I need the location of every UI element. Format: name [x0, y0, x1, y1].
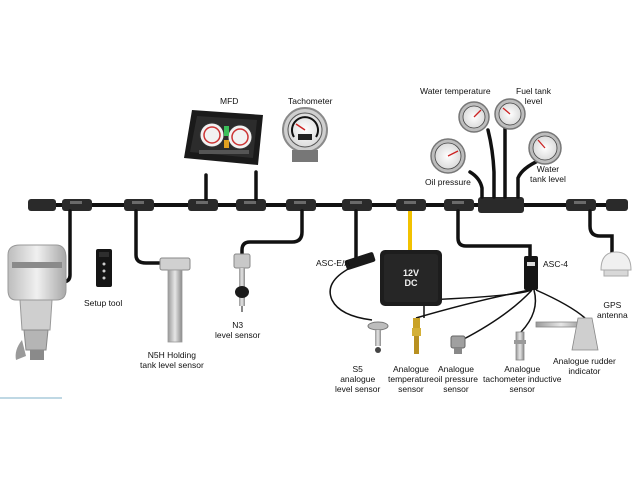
label-line: oil pressure: [434, 374, 478, 384]
label-oil-pressure: Oil pressure: [425, 177, 471, 187]
oil-pressure-gauge-icon: [430, 138, 466, 174]
label-asc-ea: ASC-E/A: [316, 258, 350, 268]
label-line: Analogue: [504, 364, 541, 374]
label-line: GPS: [603, 300, 622, 310]
label-line: indicator: [568, 366, 601, 376]
label-text: Oil pressure: [425, 177, 471, 187]
label-line: Analogue: [392, 364, 429, 374]
label-line: Fuel tank: [516, 86, 551, 96]
label-oil-sensor: Analogue oil pressure sensor: [434, 364, 478, 394]
gps-antenna-icon: [600, 251, 632, 277]
label-line: level sensor: [215, 330, 261, 340]
label-water-tank-level: Water tank level: [530, 164, 566, 184]
oil-pressure-sensor-icon: [450, 335, 466, 354]
rudder-indicator-icon: [535, 317, 599, 351]
label-line: Analogue rudder: [553, 356, 616, 366]
label-tachometer: Tachometer: [288, 96, 332, 106]
backbone-connectors: [28, 197, 628, 213]
tachometer-gauge-icon: [282, 107, 328, 162]
tee-highlights: [70, 201, 586, 204]
asc4-module: [524, 256, 538, 290]
water-tank-gauge-icon: [528, 131, 562, 165]
label-text: ASC-4: [543, 259, 569, 269]
label-line: N3: [232, 320, 244, 330]
label-asc4: ASC-4: [543, 259, 568, 269]
outboard-engine-icon: [7, 244, 67, 360]
dc-power-box: [380, 250, 442, 306]
label-line: Water: [536, 164, 560, 174]
label-text: Tachometer: [288, 96, 333, 106]
label-line: antenna: [597, 310, 628, 320]
label-text: Water temperature: [420, 86, 491, 96]
label-text: MFD: [220, 96, 239, 106]
label-line: sensor: [398, 384, 424, 394]
sensor-cables: [329, 267, 586, 341]
asc-ea-module: [344, 252, 376, 270]
label-tacho-sensor: Analogue tachometer inductive sensor: [483, 364, 561, 394]
label-line: S5: [352, 364, 363, 374]
label-line: level sensor: [335, 384, 381, 394]
label-dc-box: 12V DC: [396, 268, 426, 288]
s5-sensor-icon: [367, 321, 389, 353]
label-n5h: N5H Holding tank level sensor: [140, 350, 204, 370]
label-line: tank level: [530, 174, 566, 184]
label-s5: S5 analogue level sensor: [335, 364, 380, 394]
fuel-tank-gauge-icon: [494, 98, 526, 130]
label-n3: N3 level sensor: [215, 320, 260, 340]
label-line: level: [524, 96, 543, 106]
label-line: analogue: [340, 374, 376, 384]
label-water-temperature: Water temperature: [420, 86, 491, 96]
label-line: 12V: [402, 268, 419, 278]
tachometer-sensor-icon: [514, 331, 526, 361]
label-text: Setup tool: [84, 298, 123, 308]
label-fuel-tank-level: Fuel tank level: [516, 86, 551, 106]
label-temp-sensor: Analogue temperature sensor: [388, 364, 434, 394]
temperature-sensor-icon: [412, 318, 421, 354]
label-line: temperature: [388, 374, 434, 384]
label-setup-tool: Setup tool: [84, 298, 122, 308]
label-rudder: Analogue rudder indicator: [553, 356, 616, 376]
label-mfd: MFD: [220, 96, 238, 106]
label-line: sensor: [443, 384, 469, 394]
setup-tool-device: [96, 249, 112, 287]
label-line: tank level sensor: [140, 360, 204, 370]
label-line: sensor: [509, 384, 535, 394]
label-text: ASC-E/A: [316, 258, 351, 268]
label-line: N5H Holding: [147, 350, 196, 360]
label-gps: GPS antenna: [597, 300, 628, 320]
water-temperature-gauge-icon: [458, 101, 490, 133]
mfd-display: [184, 110, 263, 165]
n5h-sensor-icon: [159, 257, 191, 343]
label-line: tachometer inductive: [483, 374, 562, 384]
label-line: DC: [404, 278, 418, 288]
label-line: Analogue: [438, 364, 474, 374]
n3-sensor-icon: [233, 253, 251, 312]
